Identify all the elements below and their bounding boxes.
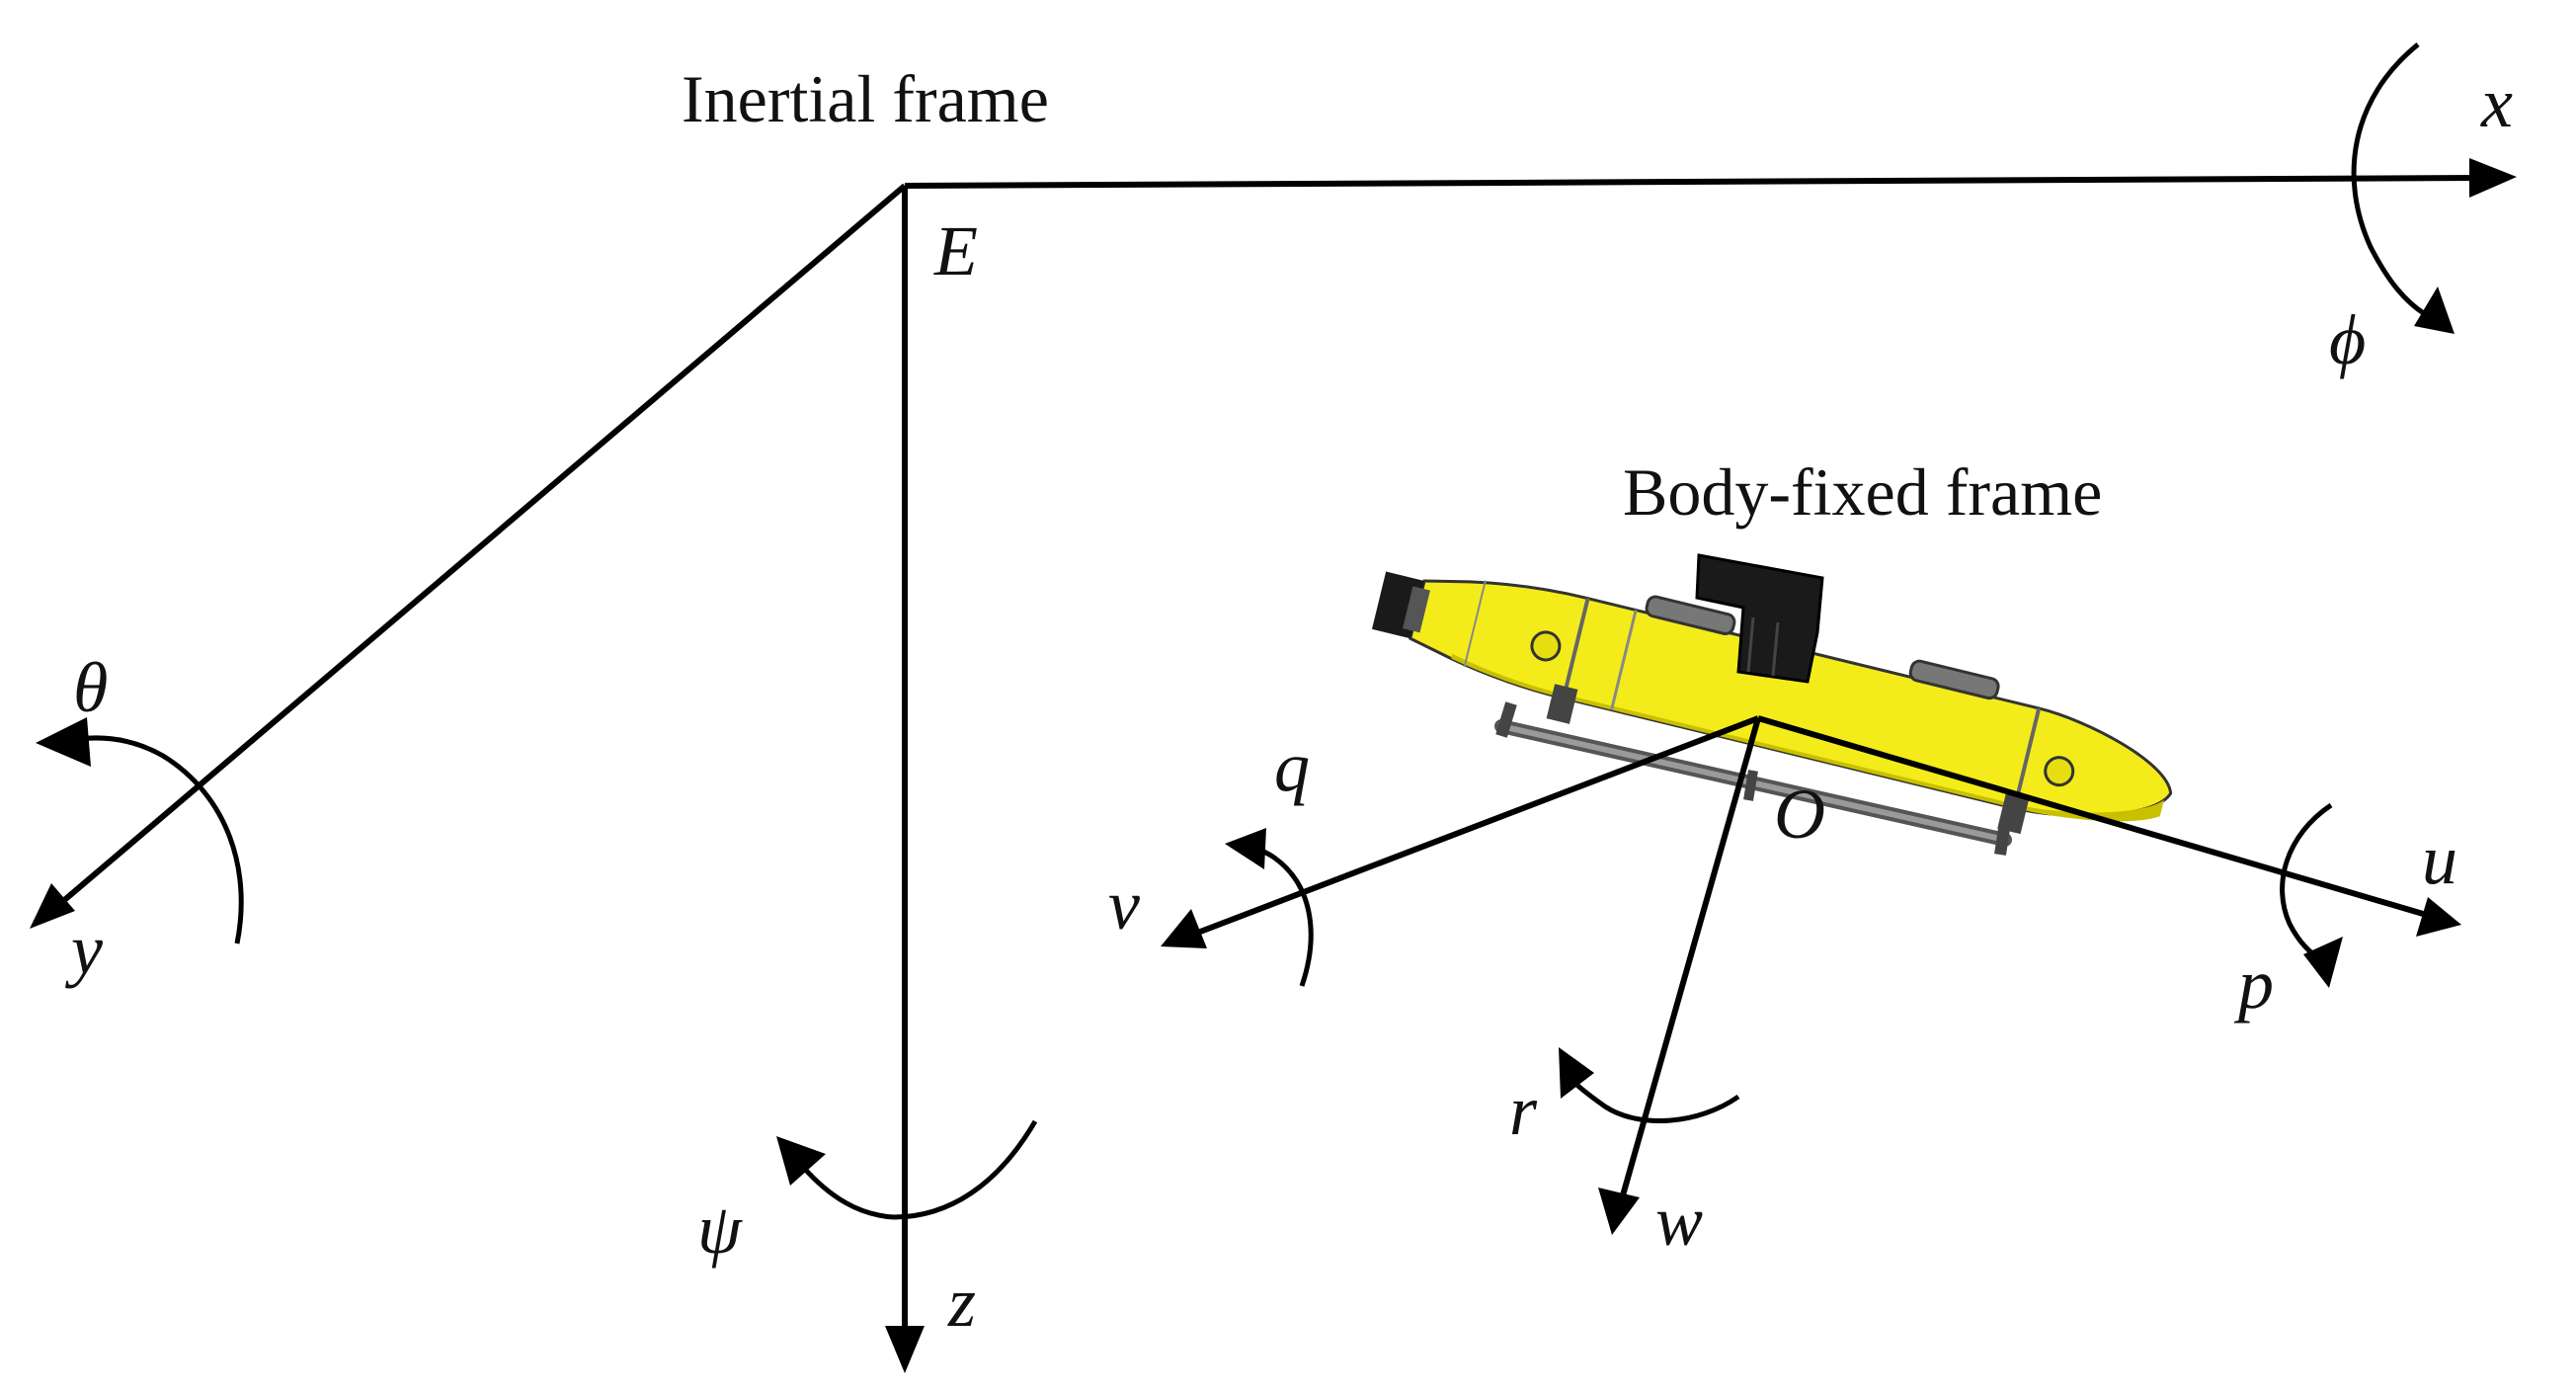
inertial-x-arrowhead bbox=[2469, 158, 2517, 198]
body-w-axis bbox=[1620, 717, 1761, 1196]
yaw-angle-label: ψ bbox=[697, 1190, 743, 1269]
inertial-x-label: x bbox=[2480, 63, 2513, 142]
auv-vehicle bbox=[1371, 553, 2173, 856]
roll-rate-arrowhead bbox=[2303, 937, 2343, 988]
roll-rate-arc bbox=[2280, 802, 2333, 963]
pitch-rate-label: q bbox=[1274, 727, 1310, 806]
body-u-axis bbox=[1757, 715, 2431, 919]
inertial-y-axis bbox=[54, 183, 907, 910]
vehicle-mast bbox=[1695, 553, 1824, 684]
pitch-rate-arrowhead bbox=[1225, 828, 1266, 869]
yaw-rotation-arc bbox=[800, 1119, 1038, 1220]
yaw-rate-arrowhead bbox=[1559, 1047, 1594, 1099]
inertial-origin-label: E bbox=[933, 211, 978, 290]
yaw-rate-label: r bbox=[1509, 1071, 1538, 1150]
inertial-x-axis bbox=[904, 175, 2480, 189]
inertial-frame-label: Inertial frame bbox=[682, 61, 1049, 136]
inertial-z-arrowhead bbox=[885, 1326, 925, 1373]
body-fixed-frame bbox=[1161, 715, 2461, 1235]
sway-velocity-label: v bbox=[1108, 865, 1140, 944]
yaw-rate-arc bbox=[1569, 1077, 1740, 1123]
surge-velocity-label: u bbox=[2422, 820, 2457, 899]
roll-rate-label: p bbox=[2233, 944, 2274, 1024]
body-fixed-frame-label: Body-fixed frame bbox=[1623, 454, 2102, 530]
body-u-arrowhead bbox=[2416, 897, 2461, 937]
body-w-arrowhead bbox=[1598, 1188, 1640, 1235]
pitch-rotation-arrowhead bbox=[36, 717, 91, 767]
roll-rotation-arc bbox=[2351, 42, 2427, 317]
inertial-z-label: z bbox=[947, 1263, 976, 1342]
roll-angle-label: ϕ bbox=[2329, 300, 2366, 379]
inertial-y-label: y bbox=[64, 910, 103, 989]
inertial-frame bbox=[30, 42, 2517, 1373]
body-v-arrowhead bbox=[1161, 909, 1207, 948]
vehicle-hull bbox=[1371, 571, 2173, 835]
pitch-angle-label: θ bbox=[73, 648, 108, 727]
roll-rotation-arrowhead bbox=[2414, 287, 2455, 334]
body-origin-label: O bbox=[1774, 775, 1825, 854]
inertial-y-arrowhead bbox=[30, 883, 75, 929]
pitch-rate-arc bbox=[1246, 843, 1314, 987]
yaw-rotation-arrowhead bbox=[776, 1136, 826, 1186]
pitch-rotation-arc bbox=[78, 735, 244, 944]
heave-velocity-label: w bbox=[1655, 1182, 1703, 1261]
body-v-axis bbox=[1193, 715, 1760, 937]
